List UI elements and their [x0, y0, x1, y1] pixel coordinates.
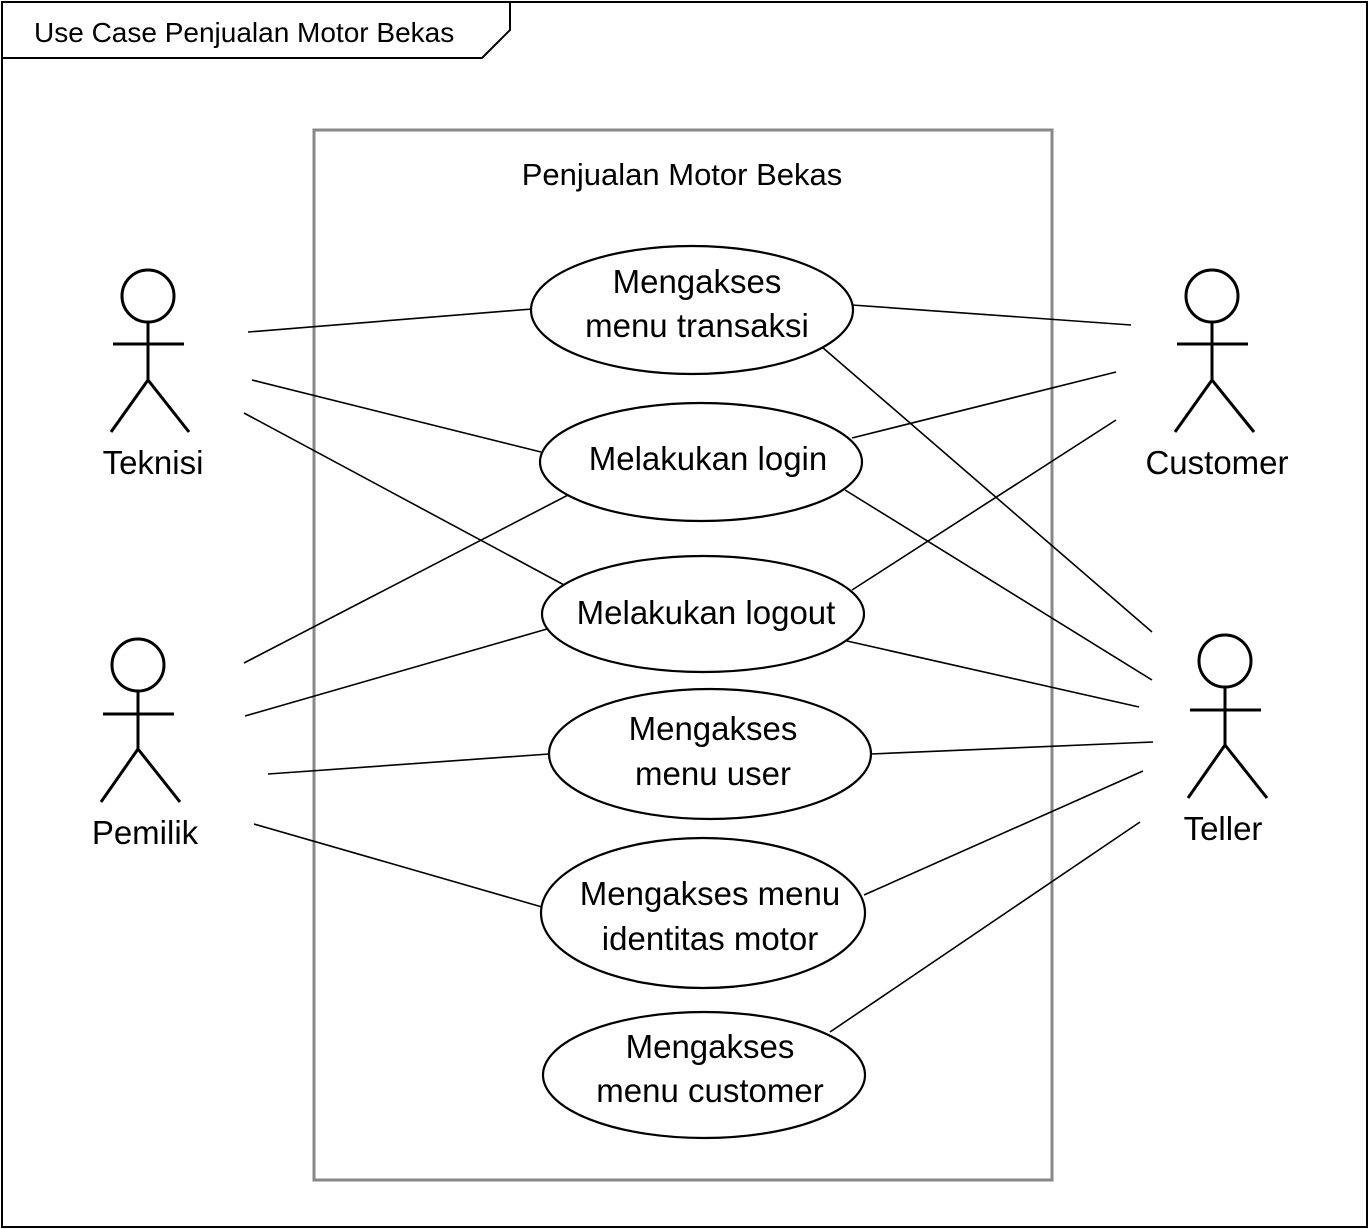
assoc-customer-transaksi [851, 304, 1132, 326]
frame-title-tab [2, 2, 511, 59]
actor-label: Pemilik [92, 814, 199, 851]
assoc-pemilik-login [243, 493, 571, 664]
use-case-ellipse [541, 1010, 867, 1140]
use-case-ellipse [547, 687, 873, 821]
assoc-customer-login [851, 371, 1117, 439]
assoc-pemilik-user [267, 753, 550, 775]
assoc-pemilik-identitas [253, 823, 543, 908]
use-case-label: menu user [635, 755, 791, 792]
assoc-teller-transaksi [821, 346, 1153, 633]
stick-figure-icon [109, 268, 191, 433]
actor-pemilik: Pemilik [92, 637, 199, 851]
frame-title: Use Case Penjualan Motor Bekas [34, 17, 454, 48]
assoc-teknisi-transaksi [247, 308, 533, 333]
use-case-logout: Melakukan logout [540, 554, 866, 674]
assoc-teller-identitas [863, 770, 1144, 896]
stick-figure-icon [1173, 268, 1256, 433]
actor-customer: Customer [1145, 268, 1289, 481]
assoc-customer-logout [851, 419, 1117, 591]
use-case-ellipse [539, 836, 867, 990]
use-case-login: Melakukan login [538, 401, 864, 523]
use-case-label: Mengakses [613, 263, 782, 300]
use-case-user: Mengakses menu user [547, 687, 873, 821]
actor-teller: Teller [1184, 633, 1269, 847]
use-case-customer: Mengakses menu customer [541, 1010, 867, 1140]
assoc-teller-login [844, 489, 1153, 681]
system-title: Penjualan Motor Bekas [522, 157, 843, 192]
use-case-ellipse [529, 244, 855, 376]
actor-label: Customer [1145, 444, 1288, 481]
use-case-label: Melakukan login [589, 440, 827, 477]
associations [243, 304, 1154, 1033]
assoc-pemilik-logout [244, 628, 548, 717]
use-case-label: menu customer [596, 1072, 823, 1109]
use-case-label: identitas motor [602, 920, 818, 957]
actor-teknisi: Teknisi [103, 268, 204, 481]
assoc-teller-customer [829, 821, 1141, 1033]
use-case-transaksi: Mengakses menu transaksi [529, 244, 855, 376]
assoc-teller-logout [846, 640, 1140, 708]
use-case-label: Mengakses menu [580, 875, 840, 912]
assoc-teknisi-login [251, 379, 542, 453]
use-case-identitas-motor: Mengakses menu identitas motor [539, 836, 867, 990]
use-case-ellipse [540, 554, 866, 674]
use-case-label: Melakukan logout [577, 594, 836, 631]
actor-label: Teller [1184, 810, 1263, 847]
use-case-label: Mengakses [626, 1028, 795, 1065]
system-boundary [312, 128, 1054, 1182]
stick-figure-icon [1186, 633, 1269, 799]
use-case-ellipse [538, 401, 864, 523]
stick-figure-icon [99, 637, 182, 803]
actor-label: Teknisi [103, 444, 204, 481]
use-case-label: Mengakses [629, 710, 798, 747]
assoc-teknisi-logout [243, 412, 567, 587]
assoc-teller-user [870, 741, 1154, 755]
use-case-label: menu transaksi [585, 307, 809, 344]
